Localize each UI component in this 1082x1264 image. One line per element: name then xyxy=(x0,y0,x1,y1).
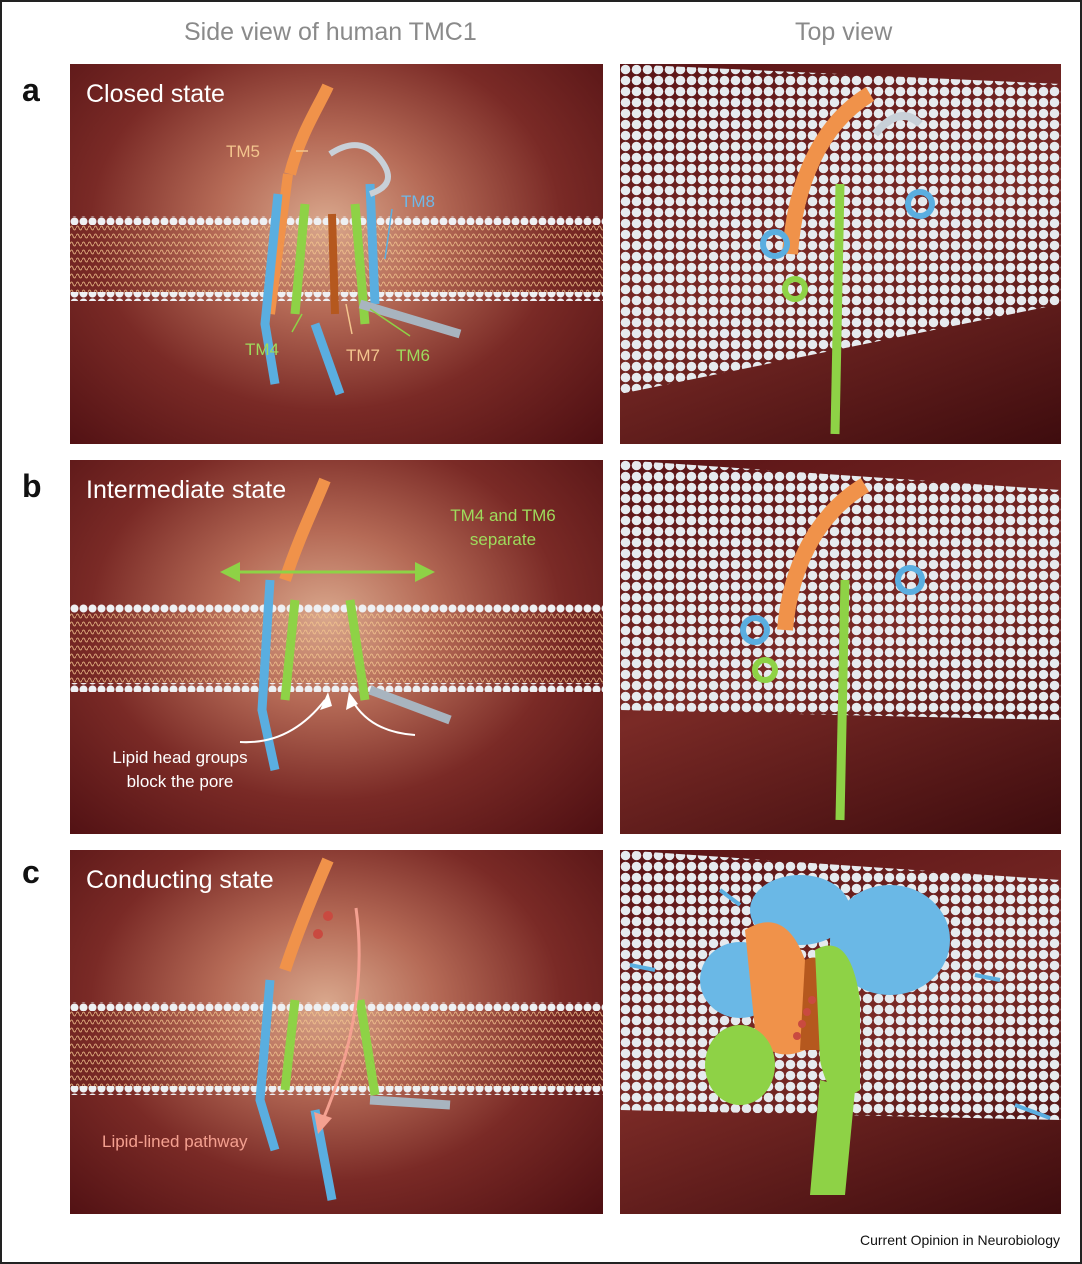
panel-letter-b: b xyxy=(22,468,42,504)
tm4-helix xyxy=(290,203,310,315)
lower-lipid-heads xyxy=(70,1086,603,1095)
tm5-helix xyxy=(279,857,334,972)
label-tm7: TM7 xyxy=(346,346,380,365)
panel-c-top-view xyxy=(620,850,1061,1214)
label-tm4: TM4 xyxy=(245,340,279,359)
top-view-column-title: Top view xyxy=(795,18,893,46)
upper-lipid-heads xyxy=(70,604,603,613)
ion-pathway-arrow xyxy=(314,907,361,1134)
closed-state-top-illustration xyxy=(620,64,1061,435)
panel-a-top-view xyxy=(620,64,1061,444)
panel-a-side-view: Closed state TM5 TM8 TM4 TM7 TM6 xyxy=(70,64,603,444)
protein-surface xyxy=(700,875,950,1195)
panel-b-side-view: Intermediate state TM4 and TM6 separate … xyxy=(70,460,603,834)
label-separate-line2: separate xyxy=(469,530,537,549)
lower-lipid-heads xyxy=(70,683,603,692)
intermediate-state-top-illustration xyxy=(620,460,1061,821)
pathway-ions xyxy=(793,996,816,1040)
side-view-column-title: Side view of human TMC1 xyxy=(184,18,477,46)
lipid-tails xyxy=(70,610,603,685)
state-title-intermediate: Intermediate state xyxy=(86,476,287,504)
conducting-state-side-illustration xyxy=(70,857,603,1201)
conducting-state-top-illustration xyxy=(620,850,1061,1195)
tm4-helix xyxy=(280,599,300,701)
ion xyxy=(313,929,323,939)
protein-helices xyxy=(260,83,462,396)
label-lipid-line1: Lipid head groups xyxy=(112,748,248,767)
upper-lipid-heads xyxy=(70,1002,603,1011)
label-separate-line1: TM4 and TM6 xyxy=(450,506,556,525)
intermediate-state-side-illustration xyxy=(70,477,603,771)
separation-arrow xyxy=(220,562,435,582)
tm5-helix xyxy=(279,477,331,582)
tm5-helix xyxy=(284,83,334,176)
label-tm6: TM6 xyxy=(396,346,430,365)
label-lipid-line2: block the pore xyxy=(126,772,234,791)
panel-letter-c: c xyxy=(22,854,40,890)
tm-green-helix xyxy=(830,183,845,435)
tm5-helix xyxy=(782,87,875,255)
upper-lipid-heads xyxy=(70,216,603,225)
panel-c-side-view: Conducting state Lipid-lined pathway xyxy=(70,850,603,1214)
tm7-helix xyxy=(328,213,339,315)
state-title-closed: Closed state xyxy=(86,80,225,108)
panel-b-top-view xyxy=(620,460,1061,834)
tm6-helix xyxy=(345,599,370,701)
tm6-helix xyxy=(355,999,380,1096)
closed-state-side-illustration xyxy=(70,83,603,396)
tm-green-helix xyxy=(835,579,850,821)
label-tm5: TM5 xyxy=(226,142,260,161)
label-lipid-lined-pathway: Lipid-lined pathway xyxy=(102,1132,248,1151)
tm5-helix xyxy=(777,478,870,631)
expansion-arrows xyxy=(629,888,1051,1120)
tm-blue-helix xyxy=(260,193,283,385)
label-tm8: TM8 xyxy=(401,192,435,211)
tm4-helix xyxy=(280,999,300,1091)
state-title-conducting: Conducting state xyxy=(86,866,274,894)
lipid-tails xyxy=(70,1008,603,1088)
panel-letter-a: a xyxy=(22,72,40,108)
lipid-block-arrows xyxy=(239,692,416,744)
journal-credit: Current Opinion in Neurobiology xyxy=(860,1232,1060,1248)
ion xyxy=(323,911,333,921)
